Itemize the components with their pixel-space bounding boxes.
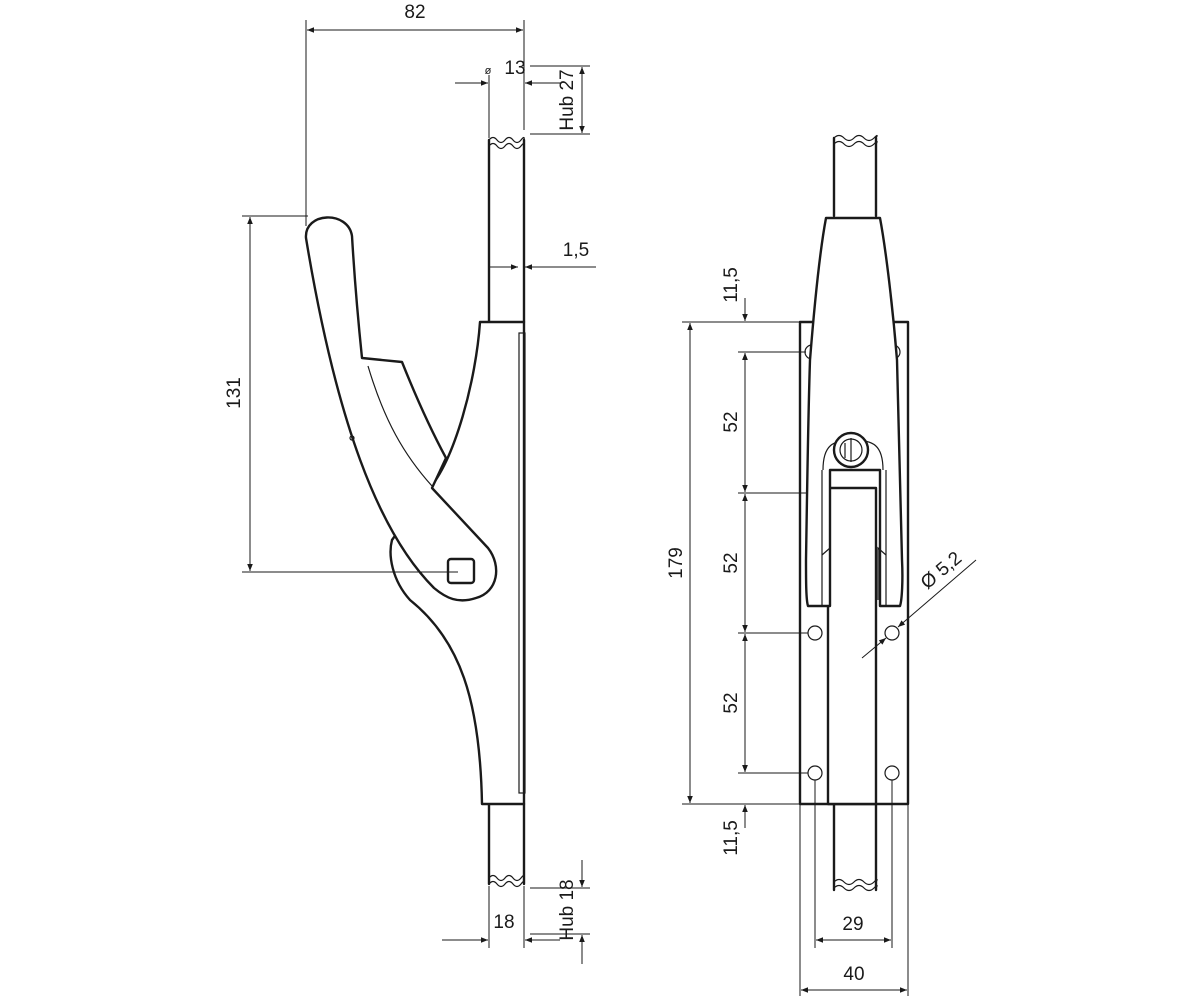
dim-rod-thickness: 13 xyxy=(504,58,525,79)
dim-spacing-3: 52 xyxy=(721,692,742,713)
dim-stroke-bottom: Hub 18 xyxy=(557,879,578,940)
dim-total-height: 179 xyxy=(666,547,687,579)
handle-pivot-notch xyxy=(349,435,355,441)
handle-inner-contour xyxy=(367,365,433,487)
dim-spacing-1: 52 xyxy=(721,411,742,432)
lock-cylinder-icon xyxy=(832,431,870,469)
dim-hole-diameter: Ø 5,2 xyxy=(917,548,966,594)
side-dimensions: 82 ø 13 Hub 27 1,5 131 18 Hub 18 xyxy=(224,2,596,964)
hole xyxy=(884,625,900,641)
dim-stroke-top: Hub 27 xyxy=(557,69,578,130)
mounting-plate xyxy=(518,332,526,794)
dim-rod-width: 18 xyxy=(493,912,514,933)
square-pivot xyxy=(446,557,476,585)
dim-plate-thickness: 1,5 xyxy=(563,240,589,261)
front-view xyxy=(798,134,910,892)
rod-lower xyxy=(487,802,526,888)
rod-upper xyxy=(487,136,526,324)
dim-spacing-2: 52 xyxy=(721,552,742,573)
dim-top-offset: 11,5 xyxy=(721,267,742,303)
dim-rod-symbol: ø xyxy=(485,65,492,77)
dim-overall-width: 82 xyxy=(404,2,425,23)
front-slide-bar xyxy=(826,486,878,806)
dim-hole-spacing: 29 xyxy=(842,914,863,935)
front-handle xyxy=(804,216,904,608)
handle-lever xyxy=(304,216,498,602)
side-view xyxy=(304,136,526,888)
dim-bottom-offset: 11,5 xyxy=(721,820,742,856)
dim-handle-height: 131 xyxy=(224,377,245,409)
dim-plate-width: 40 xyxy=(843,964,864,985)
